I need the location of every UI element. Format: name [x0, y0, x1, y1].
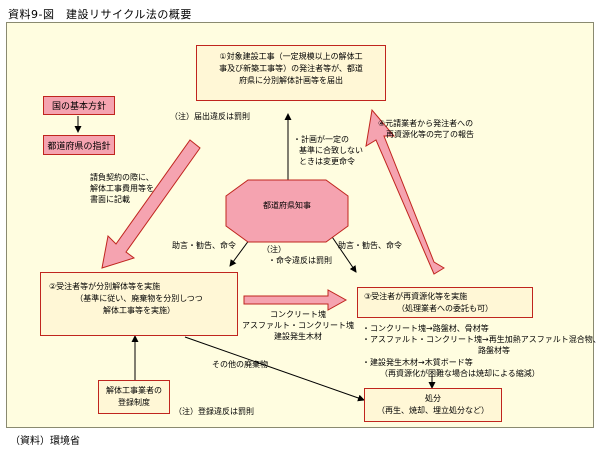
advice-left: 助言・勧告、命令: [172, 241, 236, 250]
recycler-item-1: ・コンクリート塊→路盤材、骨材等: [362, 324, 489, 333]
material-3: 建設発生木材: [274, 332, 322, 341]
plan-change-1: ・計画が一定の: [293, 135, 349, 144]
recycler-box: ③受注者が再資源化等を実施 （処理業者への委託も可）: [357, 287, 533, 318]
advice-right: 助言・勧告、命令: [338, 241, 402, 250]
block-arrow-contractor-to-recycler: [243, 289, 348, 311]
recycler-item-2: ・アスファルト・コンクリート塊→再生加熱アスファルト混合物、: [362, 335, 600, 344]
contract-note-3: 書面に記載: [90, 195, 130, 204]
recycler-line-1: ③受注者が再資源化等を実施: [364, 292, 468, 301]
governor-label: 都道府県知事: [263, 201, 311, 210]
recycler-item-5: （再資源化が困難な場合は焼却による縮減）: [380, 369, 540, 378]
source-note: （資料）環境省: [10, 436, 80, 447]
material-2: アスファルト・コンクリート塊: [242, 321, 354, 330]
block-arrow-owner-to-contractor: [101, 139, 201, 269]
owner-line-1: ①対象建設工事（一定規模以上の解体工: [219, 52, 363, 61]
governor-octagon: [225, 179, 349, 243]
block-arrow-recycler-to-owner: [365, 108, 445, 275]
recycler-item-4: ・建設発生木材→木質ボード等: [362, 358, 473, 367]
note-order-2: ・命令違反は罰則: [268, 256, 332, 265]
contractor-line-1: ②受注者等が分別解体等を実施: [49, 282, 161, 291]
completion-report-1: ④元請業者から発注者への: [378, 119, 474, 128]
demolition-registration-box: 解体工事業者の 登録制度: [98, 380, 170, 414]
plan-change-2: 基準に合致しない: [299, 146, 363, 155]
demolition-line-1: 解体工事業者の: [106, 386, 162, 395]
recycler-line-2: （処理業者への委託も可）: [397, 304, 493, 313]
owner-notification-box: ①対象建設工事（一定規模以上の解体工 事及び新築工事等）の発注者等が、都道 府県…: [196, 45, 386, 101]
plan-change-3: ときは変更命令: [299, 157, 355, 166]
demolition-line-2: 登録制度: [118, 398, 150, 407]
note-order-1: （注）: [262, 245, 286, 254]
other-waste-label: その他の廃棄物: [212, 360, 268, 369]
recycler-item-3: 路盤材等: [478, 346, 510, 355]
note-registration-penalty: （注）登録違反は罰則: [174, 407, 254, 416]
disposal-box: 処分 （再生、焼却、埋立処分など）: [364, 388, 502, 422]
prefectural-guideline-box: 都道府県の指針: [43, 135, 115, 155]
material-1: コンクリート塊: [270, 310, 326, 319]
contract-note-2: 解体工事費用等を: [90, 184, 154, 193]
contractor-box: ②受注者等が分別解体等を実施 （基準に従い、廃棄物を分別しつつ 解体工事等を実施…: [40, 272, 238, 336]
contractor-line-2: （基準に従い、廃棄物を分別しつつ: [75, 294, 203, 303]
contractor-line-3: 解体工事等を実施）: [103, 306, 175, 315]
completion-report-2: 再資源化等の完了の報告: [386, 130, 474, 139]
figure-title: 資料9-図 建設リサイクル法の概要: [8, 8, 192, 21]
owner-line-2: 事及び新築工事等）の発注者等が、都道: [219, 64, 363, 73]
arrow-other-waste-to-disposal: [184, 336, 365, 402]
national-policy-box: 国の基本方針: [43, 96, 115, 115]
disposal-line-2: （再生、焼却、埋立処分など）: [377, 406, 489, 415]
owner-line-3: 府県に分別解体計画等を届出: [239, 76, 343, 85]
disposal-line-1: 処分: [425, 394, 441, 403]
note-report-penalty: （注）届出違反は罰則: [170, 112, 250, 121]
contract-note-1: 請負契約の際に、: [90, 173, 154, 182]
